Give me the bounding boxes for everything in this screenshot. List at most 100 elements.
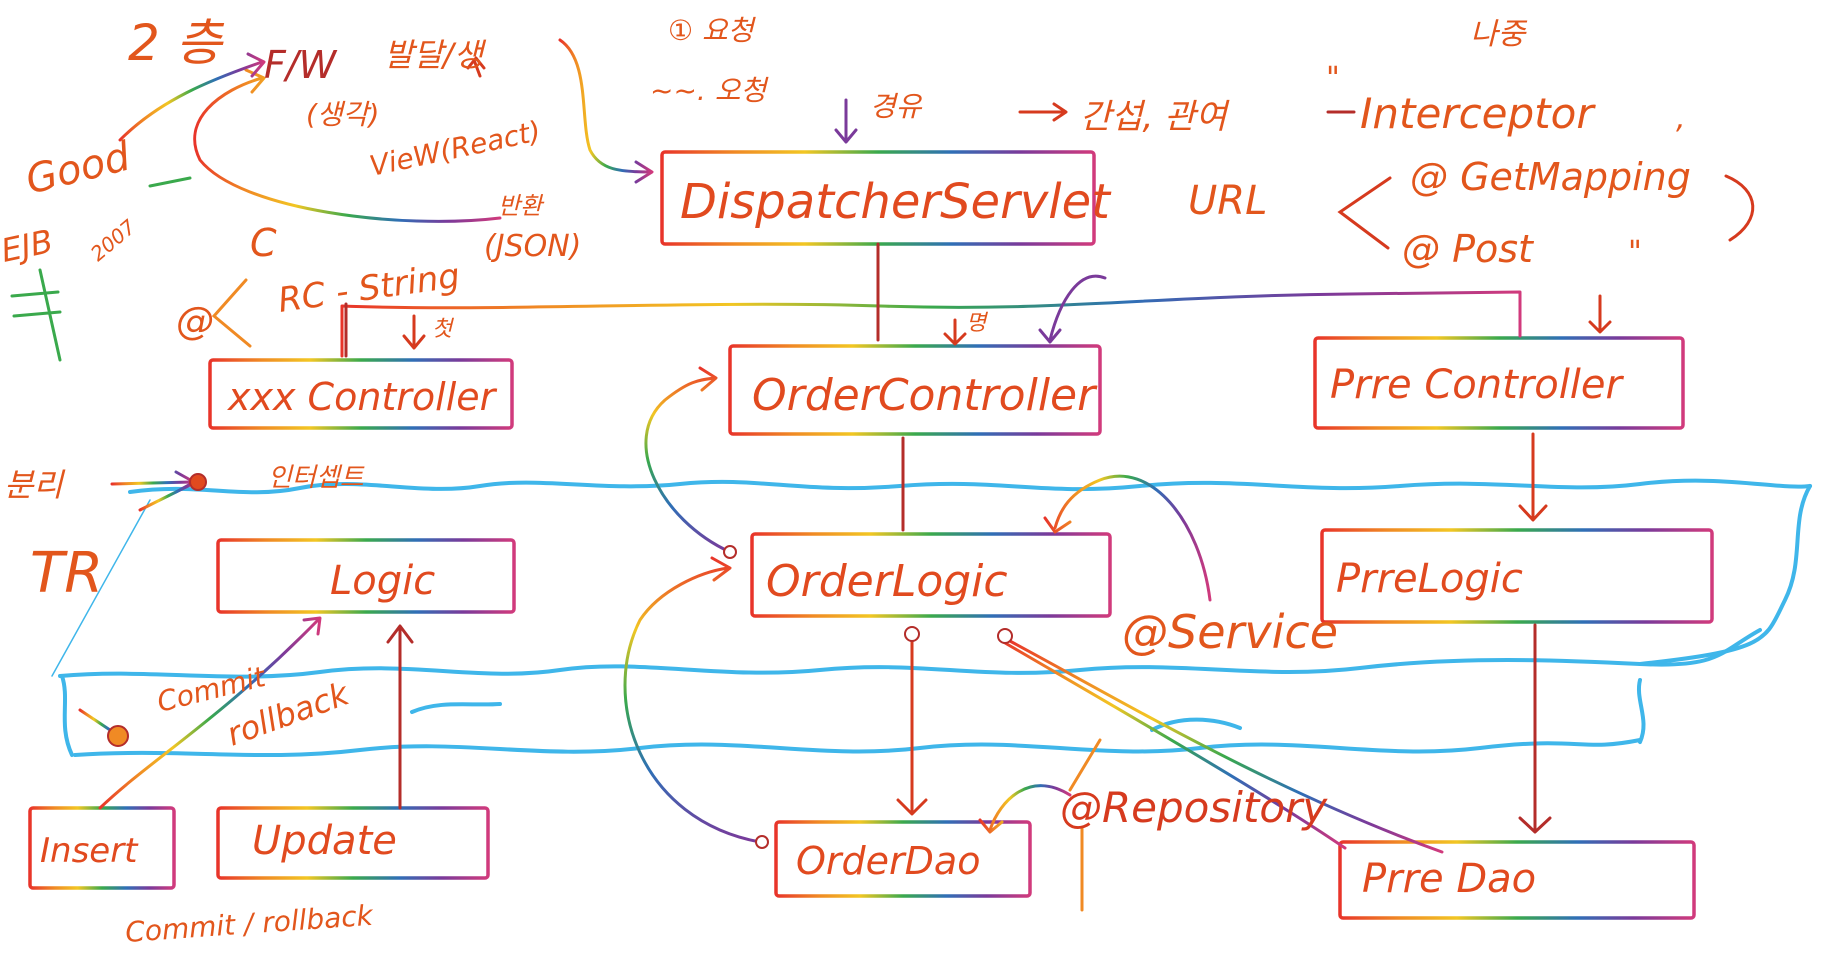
arrow-to-order	[943, 318, 967, 346]
separate-line-down	[138, 480, 198, 512]
insert-label: Insert	[40, 831, 139, 871]
version-note: 2 층	[128, 14, 225, 72]
prre-controller-to-logic	[1518, 432, 1548, 522]
xxx-controller-box	[208, 358, 514, 430]
order-controller-label: OrderController	[752, 370, 1098, 421]
thought-note: (생각)	[306, 98, 379, 131]
xxx-controller-label: xxx Controller	[227, 375, 498, 419]
wave-text-note: ~~. 오청	[650, 74, 769, 107]
quote-open: "	[1326, 61, 1340, 96]
later-note: 나중	[1470, 17, 1528, 52]
lower-boundary-wave	[73, 738, 1642, 758]
second-label: 명	[966, 311, 989, 336]
controller-top-bar	[340, 290, 1522, 358]
development-to-dispatcher	[558, 38, 654, 184]
pin-line-second	[998, 638, 1347, 850]
fw-note: F/W	[264, 43, 338, 87]
curl-arrow-order	[1038, 274, 1107, 344]
year-note: 2007	[86, 215, 141, 266]
url-note: URL	[1188, 178, 1267, 224]
service-curve	[1043, 474, 1212, 602]
loop-to-order-controller	[644, 366, 732, 554]
connectors	[78, 38, 1612, 912]
at-bracket	[211, 278, 252, 348]
logic-box	[216, 538, 516, 614]
ejb-note: EJB	[0, 222, 56, 270]
pin-insert	[107, 725, 129, 747]
pin-line-right	[1006, 638, 1444, 854]
prre-logic-to-dao	[1518, 623, 1552, 834]
update-to-logic	[386, 624, 414, 810]
interfere-note: 간섭, 관여	[1080, 97, 1230, 137]
arrow-down-interfere	[834, 98, 858, 144]
url-bracket-right	[1724, 174, 1755, 242]
order-logic-label: OrderLogic	[766, 556, 1008, 607]
prre-controller-label: Prre Controller	[1330, 362, 1625, 408]
arrow-to-xxx	[402, 314, 426, 350]
service-annotation: @Service	[1122, 605, 1338, 659]
thin-diagonal	[51, 499, 151, 677]
ejb-marks	[10, 268, 62, 362]
return-note: 반환	[498, 192, 545, 220]
tr-note: TR	[30, 541, 103, 606]
pin-loop-top	[723, 545, 737, 559]
pin-order-logic-right	[997, 628, 1013, 644]
repository-curve-left	[978, 784, 1072, 834]
update-box	[216, 806, 490, 880]
good-note: Good	[21, 133, 135, 203]
right-boundary-wave	[1638, 484, 1812, 666]
arrow-right-interfere	[1018, 102, 1068, 122]
arrow-to-prre	[1588, 294, 1612, 334]
commit-rollback-note: Commit / rollback	[124, 899, 375, 949]
url-bracket-left	[1337, 176, 1392, 250]
prre-logic-label: PrreLogic	[1336, 556, 1523, 602]
url-brackets	[10, 110, 1755, 362]
order-logic-box	[750, 532, 1112, 618]
pin-separate	[189, 473, 207, 491]
prre-dao-label: Prre Dao	[1362, 856, 1536, 902]
post-note: @ Post	[1402, 227, 1535, 271]
upper-boundary-wave	[128, 478, 1812, 495]
request-step-note: ① 요청	[668, 14, 757, 47]
pins	[107, 473, 1013, 849]
good-to-fw	[118, 52, 266, 142]
insert-to-commit	[98, 616, 322, 810]
pin-order-logic-left	[904, 626, 920, 642]
left-boundary-wave	[60, 674, 74, 757]
interceptor-note: Interceptor	[1360, 89, 1596, 138]
separate-note: 분리	[4, 466, 65, 504]
c-marker: C	[250, 221, 277, 265]
update-label: Update	[252, 818, 397, 864]
repository-arrow-top	[1068, 738, 1102, 792]
good-underline	[148, 176, 192, 188]
order-dao-label: OrderDao	[796, 839, 980, 883]
small-wave-right	[1150, 717, 1242, 732]
intercept-note: 인터셉트	[268, 463, 365, 493]
fw-loop	[193, 68, 502, 223]
comma-note: ,	[1676, 101, 1686, 136]
pin-loop-bottom	[755, 835, 769, 849]
loop-to-order-logic	[623, 556, 762, 844]
view-note: VieW(React)	[367, 114, 544, 182]
prre-dao-box	[1338, 840, 1696, 920]
repository-annotation: @Repository	[1060, 783, 1328, 832]
first-label: 첫	[432, 317, 455, 342]
get-mapping-note: @ GetMapping	[1410, 155, 1691, 199]
box-labels: DispatcherServlet xxx Controller OrderCo…	[40, 174, 1625, 902]
prre-logic-box	[1320, 528, 1714, 624]
dispatcher-servlet-label: DispatcherServlet	[680, 174, 1112, 230]
view-arrow	[466, 56, 486, 78]
small-wave-left	[410, 702, 502, 714]
development-note: 발달/생	[384, 36, 487, 74]
order-logic-to-dao	[896, 633, 928, 816]
right-inner-wave	[1637, 678, 1646, 744]
at-symbol-note: @	[176, 299, 214, 343]
logic-label: Logic	[330, 558, 435, 604]
json-note: (JSON)	[484, 229, 581, 264]
order-dao-box	[774, 820, 1032, 898]
prre-controller-box	[1313, 336, 1685, 430]
order-controller-box	[728, 344, 1102, 436]
rc-string-note: RC - String	[276, 256, 463, 321]
quote-close: "	[1628, 235, 1642, 270]
